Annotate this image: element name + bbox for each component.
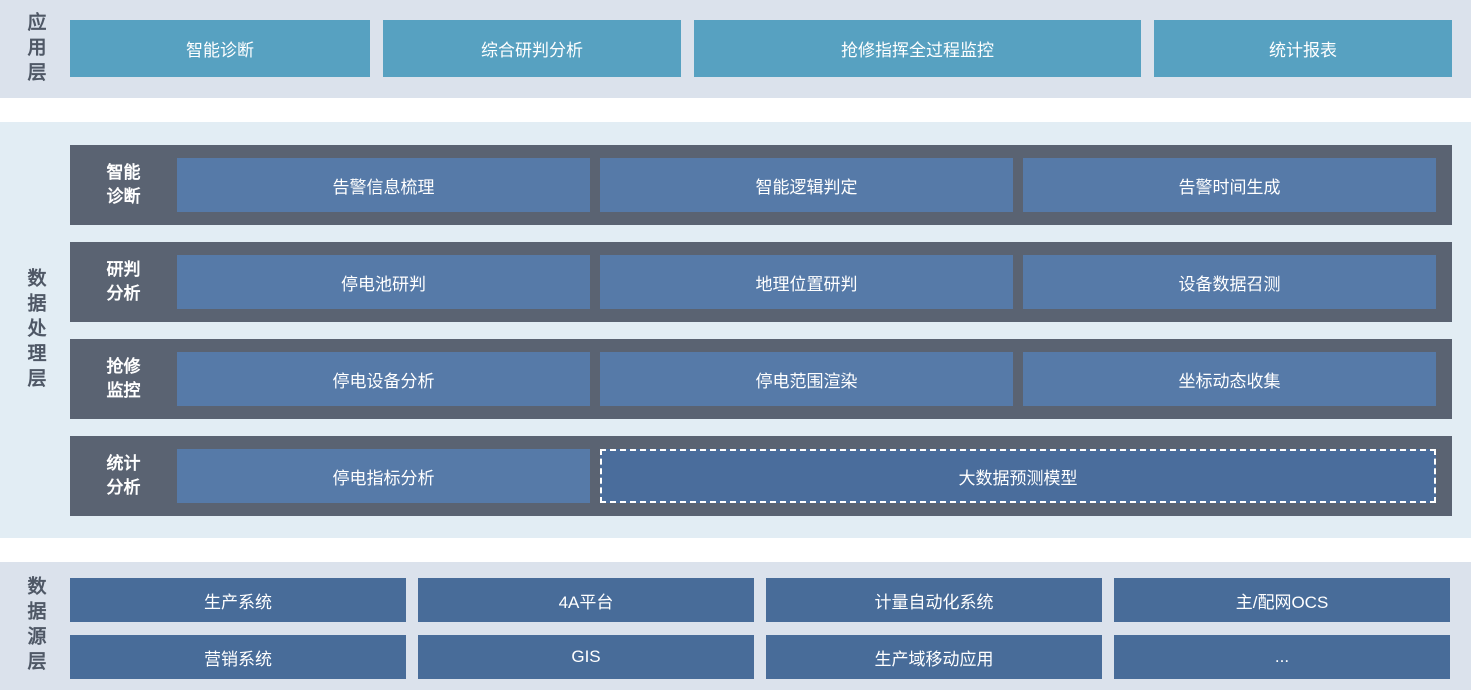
data-processing-layer-label-wrap: 数据处理层 [0,122,70,538]
proc-row-label: 统计 分析 [106,454,141,497]
proc-box-outage-indicator-analysis: 停电指标分析 [177,449,590,503]
application-layer-label-wrap: 应用层 [0,0,70,98]
proc-row-smart-diagnosis: 智能 诊断 告警信息梳理 智能逻辑判定 告警时间生成 [70,145,1452,225]
src-box-metering-automation-system: 计量自动化系统 [766,578,1102,622]
proc-row-repair-monitoring: 抢修 监控 停电设备分析 停电范围渲染 坐标动态收集 [70,339,1452,419]
src-box-main-distribution-ocs: 主/配网OCS [1114,578,1450,622]
band-gap-top [0,98,1471,122]
proc-box-outage-device-analysis: 停电设备分析 [177,352,590,406]
source-row-1: 生产系统 4A平台 计量自动化系统 主/配网OCS [0,578,1471,622]
application-layer-label: 应用层 [24,11,46,87]
application-layer-boxes: 智能诊断 综合研判分析 抢修指挥全过程监控 统计报表 [0,0,1471,77]
src-box-marketing-system: 营销系统 [70,635,406,679]
proc-box-outage-range-rendering: 停电范围渲染 [600,352,1013,406]
proc-box-geo-location-judgment: 地理位置研判 [600,255,1013,309]
proc-row-label: 抢修 监控 [106,357,141,400]
proc-box-alarm-time-generation: 告警时间生成 [1023,158,1436,212]
app-box-smart-diagnosis: 智能诊断 [70,20,370,77]
app-box-comprehensive-analysis: 综合研判分析 [383,20,681,77]
data-processing-layer-band: 数据处理层 智能 诊断 告警信息梳理 智能逻辑判定 告警时间生成 研判 分析 停… [0,122,1471,538]
proc-row-judgment-analysis: 研判 分析 停电池研判 地理位置研判 设备数据召测 [70,242,1452,322]
proc-box-smart-logic-judgment: 智能逻辑判定 [600,158,1013,212]
data-processing-layer-label: 数据处理层 [24,267,46,393]
data-source-layer-label-wrap: 数据源层 [0,562,70,690]
src-box-production-mobile-app: 生产域移动应用 [766,635,1102,679]
proc-box-coordinate-collection: 坐标动态收集 [1023,352,1436,406]
app-box-statistical-reports: 统计报表 [1154,20,1452,77]
src-box-ellipsis: ... [1114,635,1450,679]
proc-box-bigdata-prediction-model: 大数据预测模型 [600,449,1436,503]
proc-box-alarm-info-sorting: 告警信息梳理 [177,158,590,212]
band-gap-bottom [0,538,1471,562]
source-row-2: 营销系统 GIS 生产域移动应用 ... [0,635,1471,679]
proc-box-device-data-telemetry: 设备数据召测 [1023,255,1436,309]
src-box-gis: GIS [418,635,754,679]
proc-box-outage-judgment: 停电池研判 [177,255,590,309]
proc-row-label: 智能 诊断 [106,163,141,206]
app-box-repair-command-monitoring: 抢修指挥全过程监控 [694,20,1141,77]
data-source-layer-label: 数据源层 [24,576,46,676]
proc-row-label: 研判 分析 [106,260,141,303]
src-box-4a-platform: 4A平台 [418,578,754,622]
proc-row-statistical-analysis: 统计 分析 停电指标分析 大数据预测模型 [70,436,1452,516]
src-box-production-system: 生产系统 [70,578,406,622]
data-source-layer-band: 数据源层 生产系统 4A平台 计量自动化系统 主/配网OCS 营销系统 GIS … [0,562,1471,690]
application-layer-band: 应用层 智能诊断 综合研判分析 抢修指挥全过程监控 统计报表 [0,0,1471,98]
